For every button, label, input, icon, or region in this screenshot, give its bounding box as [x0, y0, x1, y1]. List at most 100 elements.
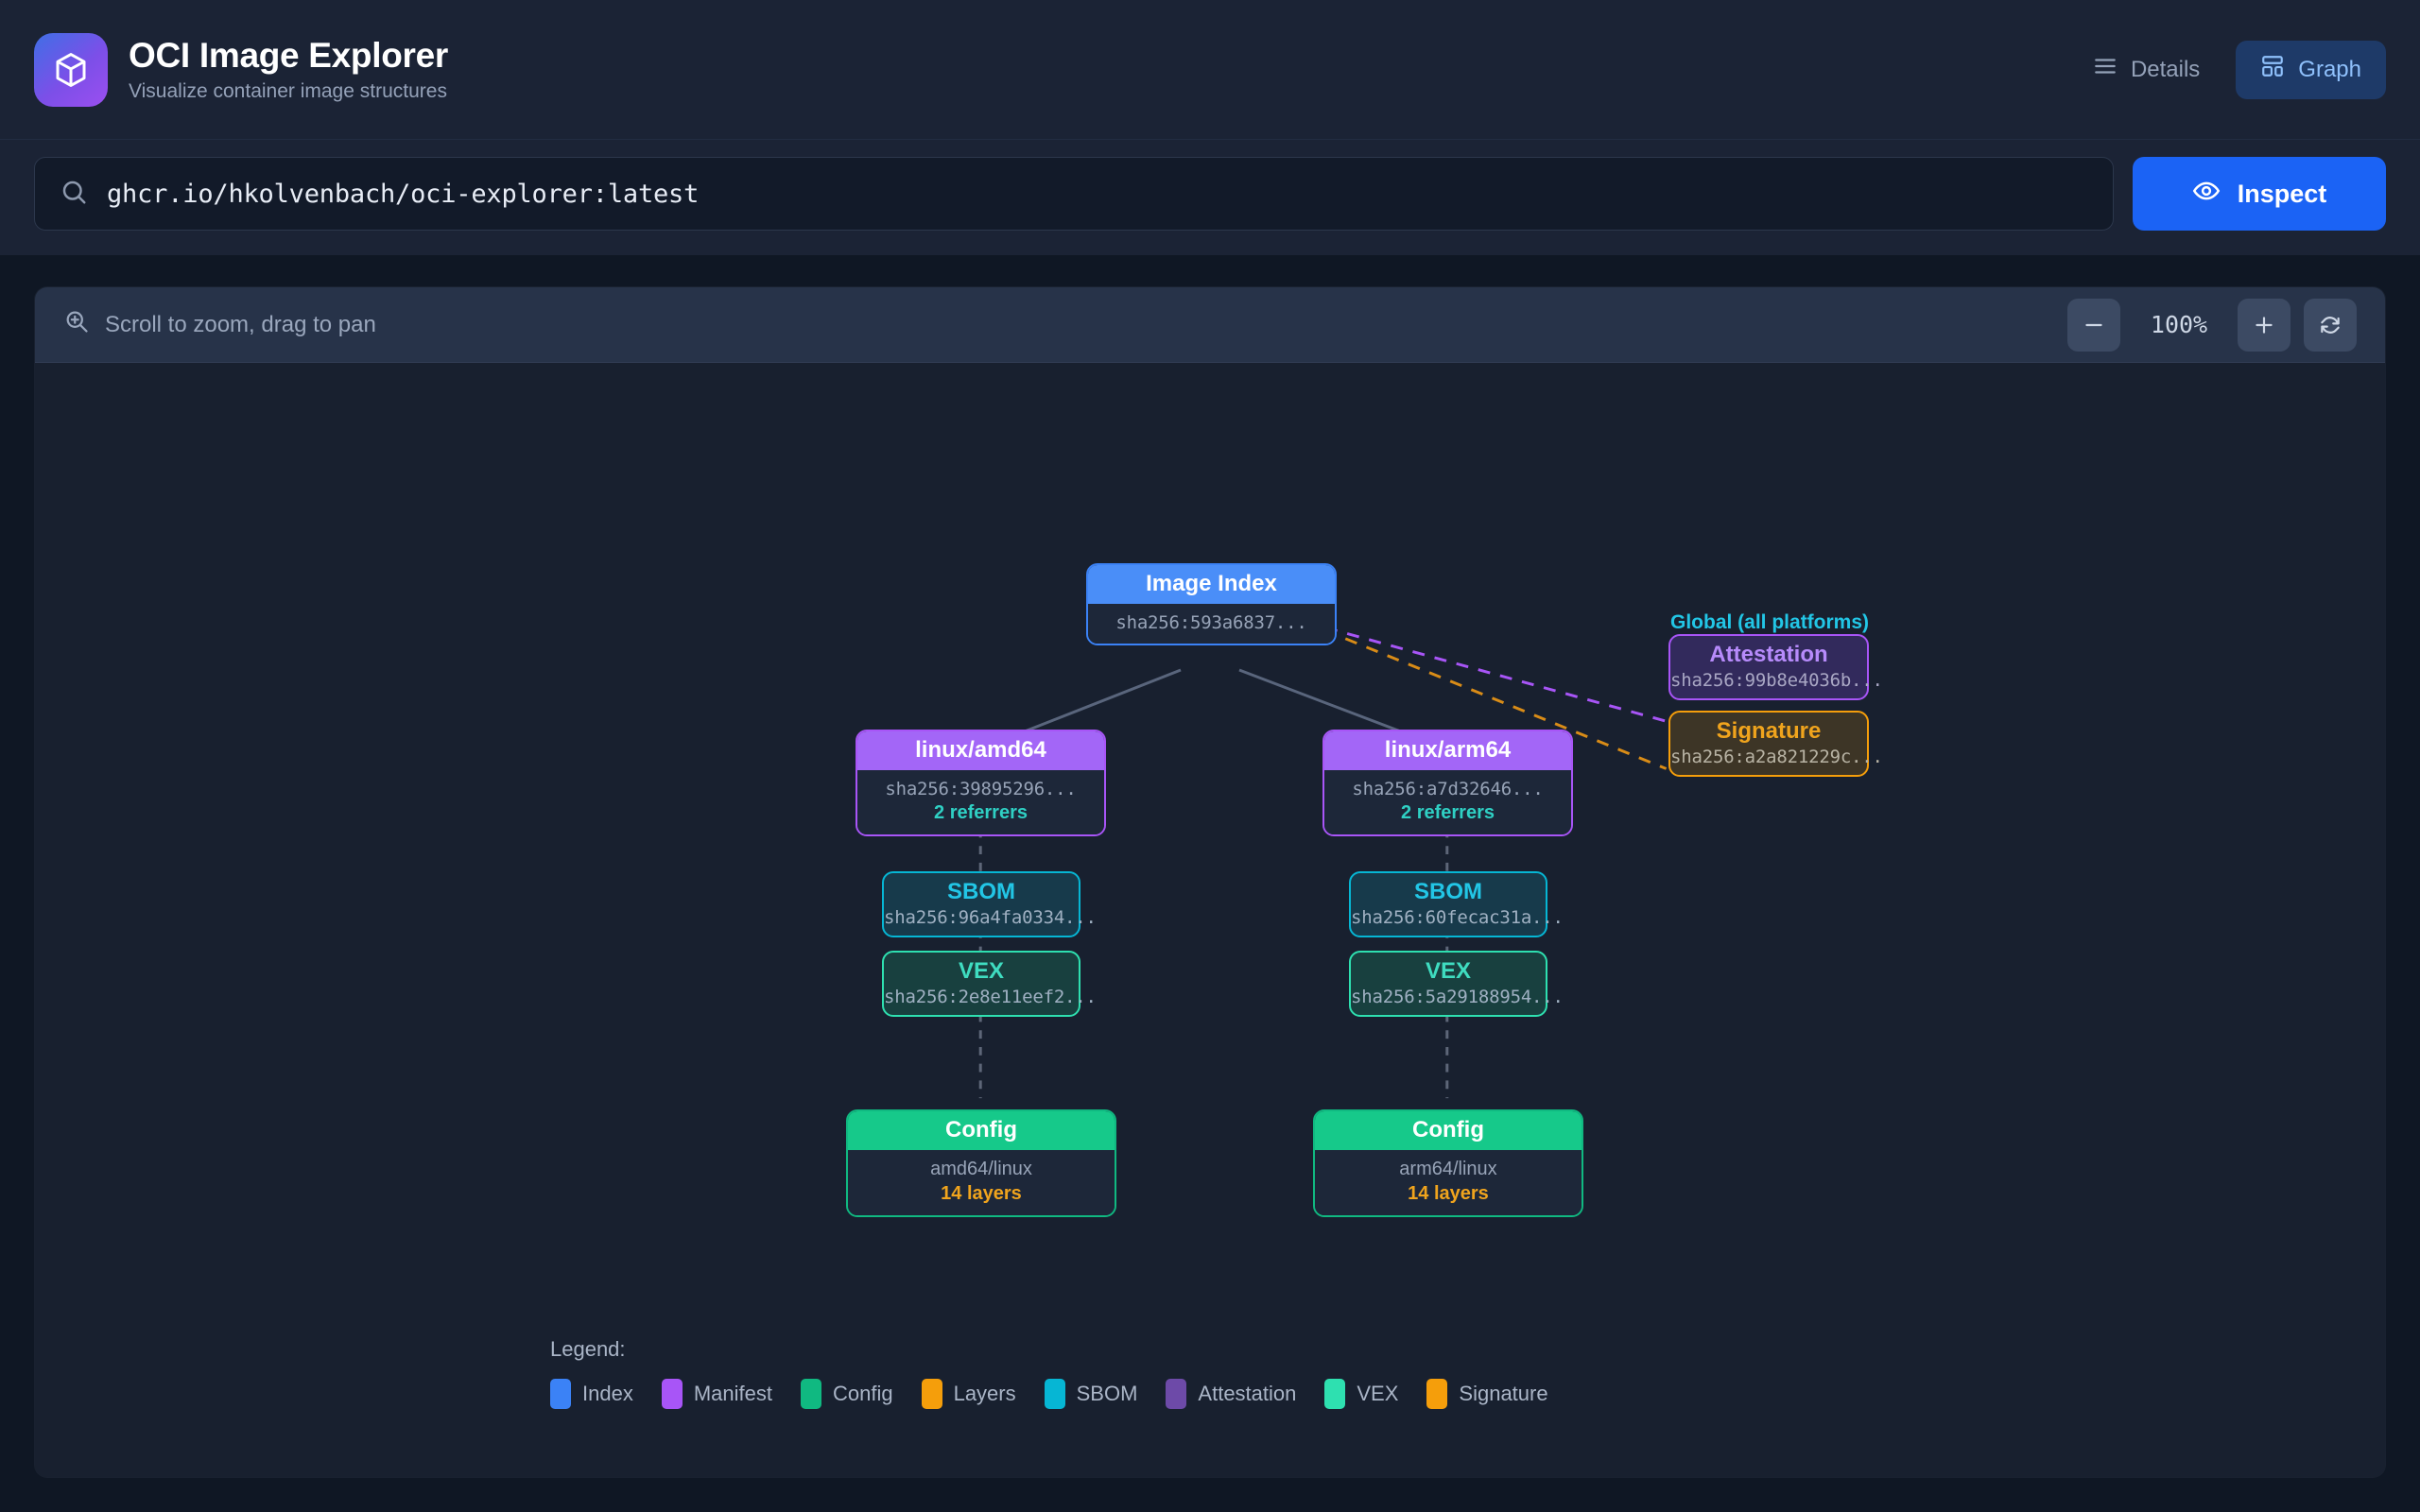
node-digest: sha256:60fecac31a... — [1351, 907, 1546, 936]
inspect-label: Inspect — [2238, 180, 2327, 209]
legend-item: Attestation — [1166, 1379, 1296, 1409]
legend: Legend: Index Manifest Config Layers SBOM Att… — [550, 1337, 1548, 1409]
node-digest: sha256:39895296... — [867, 779, 1095, 799]
search-icon — [60, 178, 88, 211]
zoom-level: 100% — [2134, 311, 2224, 338]
node-referrers: 2 referrers — [1334, 802, 1562, 824]
legend-swatch — [1324, 1379, 1345, 1409]
node-title: linux/arm64 — [1324, 731, 1571, 770]
node-sbom-amd64[interactable]: SBOM sha256:96a4fa0334... — [882, 871, 1080, 937]
node-digest: sha256:96a4fa0334... — [884, 907, 1079, 936]
node-referrers: 2 referrers — [867, 802, 1095, 824]
zoom-out-button[interactable] — [2067, 299, 2120, 352]
group-label-global: Global (all platforms) — [1670, 611, 1869, 634]
node-digest: sha256:593a6837... — [1098, 612, 1325, 633]
node-digest: sha256:99b8e4036b... — [1670, 670, 1867, 698]
legend-swatch — [662, 1379, 683, 1409]
node-config-arm64[interactable]: Config arm64/linux 14 layers — [1313, 1109, 1583, 1217]
node-title: linux/amd64 — [857, 731, 1104, 770]
node-body: sha256:a7d32646... 2 referrers — [1324, 770, 1571, 834]
legend-swatch — [550, 1379, 571, 1409]
legend-swatch — [801, 1379, 821, 1409]
node-title: VEX — [884, 953, 1079, 987]
legend-item: Config — [801, 1379, 893, 1409]
node-title: Attestation — [1670, 636, 1867, 670]
node-title: VEX — [1351, 953, 1546, 987]
legend-label: Index — [582, 1382, 633, 1406]
node-manifest-arm64[interactable]: linux/arm64 sha256:a7d32646... 2 referre… — [1322, 730, 1573, 836]
node-body: sha256:593a6837... — [1088, 604, 1335, 644]
brand: OCI Image Explorer Visualize container i… — [34, 33, 448, 107]
node-digest: sha256:5a29188954... — [1351, 987, 1546, 1015]
brand-text: OCI Image Explorer Visualize container i… — [129, 36, 448, 102]
search-box[interactable] — [34, 157, 2114, 231]
legend-label: Manifest — [694, 1382, 772, 1406]
graph-edges — [35, 363, 2385, 1477]
reset-view-button[interactable] — [2304, 299, 2357, 352]
legend-item: Manifest — [662, 1379, 772, 1409]
node-title: SBOM — [1351, 873, 1546, 907]
inspect-button[interactable]: Inspect — [2133, 157, 2386, 231]
legend-item: VEX — [1324, 1379, 1398, 1409]
node-title: SBOM — [884, 873, 1079, 907]
node-body: arm64/linux 14 layers — [1315, 1150, 1582, 1215]
legend-item: SBOM — [1045, 1379, 1138, 1409]
cube-icon — [34, 33, 108, 107]
legend-swatch — [1426, 1379, 1447, 1409]
legend-label: VEX — [1357, 1382, 1398, 1406]
layout-icon — [2260, 54, 2285, 85]
node-vex-arm64[interactable]: VEX sha256:5a29188954... — [1349, 951, 1547, 1017]
canvas-hint-label: Scroll to zoom, drag to pan — [105, 312, 376, 338]
legend-item: Signature — [1426, 1379, 1547, 1409]
graph-panel: Scroll to zoom, drag to pan 100% — [34, 286, 2386, 1478]
node-layers: 14 layers — [857, 1183, 1105, 1205]
node-attestation[interactable]: Attestation sha256:99b8e4036b... — [1668, 634, 1869, 700]
header-actions: Details Graph — [2068, 41, 2386, 99]
node-platform: amd64/linux — [857, 1159, 1105, 1180]
tab-graph[interactable]: Graph — [2236, 41, 2386, 99]
legend-label: Config — [833, 1382, 893, 1406]
list-icon — [2093, 54, 2118, 85]
canvas-stage: Scroll to zoom, drag to pan 100% — [0, 255, 2420, 1512]
node-body: sha256:39895296... 2 referrers — [857, 770, 1104, 834]
canvas-hint: Scroll to zoom, drag to pan — [63, 308, 376, 341]
legend-item: Index — [550, 1379, 633, 1409]
legend-label: Signature — [1459, 1382, 1547, 1406]
node-platform: arm64/linux — [1324, 1159, 1572, 1180]
node-digest: sha256:a7d32646... — [1334, 779, 1562, 799]
node-title: Image Index — [1088, 565, 1335, 604]
tab-details[interactable]: Details — [2068, 41, 2224, 99]
tab-details-label: Details — [2131, 57, 2200, 83]
node-vex-amd64[interactable]: VEX sha256:2e8e11eef2... — [882, 951, 1080, 1017]
node-image-index[interactable]: Image Index sha256:593a6837... — [1086, 563, 1337, 645]
eye-icon — [2192, 177, 2221, 212]
graph-canvas[interactable]: Image Index sha256:593a6837... Global (a… — [35, 363, 2385, 1477]
canvas-toolbar: Scroll to zoom, drag to pan 100% — [35, 287, 2385, 363]
node-title: Signature — [1670, 713, 1867, 747]
zoom-in-icon — [63, 308, 90, 341]
zoom-controls: 100% — [2067, 299, 2357, 352]
node-config-amd64[interactable]: Config amd64/linux 14 layers — [846, 1109, 1116, 1217]
node-digest: sha256:2e8e11eef2... — [884, 987, 1079, 1015]
tab-graph-label: Graph — [2298, 57, 2361, 83]
node-layers: 14 layers — [1324, 1183, 1572, 1205]
node-title: Config — [1315, 1111, 1582, 1150]
page-title: OCI Image Explorer — [129, 36, 448, 75]
node-body: amd64/linux 14 layers — [848, 1150, 1115, 1215]
legend-label: Layers — [954, 1382, 1016, 1406]
node-manifest-amd64[interactable]: linux/amd64 sha256:39895296... 2 referre… — [856, 730, 1106, 836]
node-title: Config — [848, 1111, 1115, 1150]
legend-swatch — [1045, 1379, 1065, 1409]
search-input[interactable] — [107, 180, 2088, 209]
app-header: OCI Image Explorer Visualize container i… — [0, 0, 2420, 140]
node-signature[interactable]: Signature sha256:a2a821229c... — [1668, 711, 1869, 777]
legend-items: Index Manifest Config Layers SBOM Attestation… — [550, 1379, 1548, 1409]
legend-item: Layers — [922, 1379, 1016, 1409]
legend-label: SBOM — [1077, 1382, 1138, 1406]
zoom-in-button[interactable] — [2238, 299, 2290, 352]
legend-label: Attestation — [1198, 1382, 1296, 1406]
node-sbom-arm64[interactable]: SBOM sha256:60fecac31a... — [1349, 871, 1547, 937]
node-digest: sha256:a2a821229c... — [1670, 747, 1867, 775]
legend-title: Legend: — [550, 1337, 1548, 1362]
